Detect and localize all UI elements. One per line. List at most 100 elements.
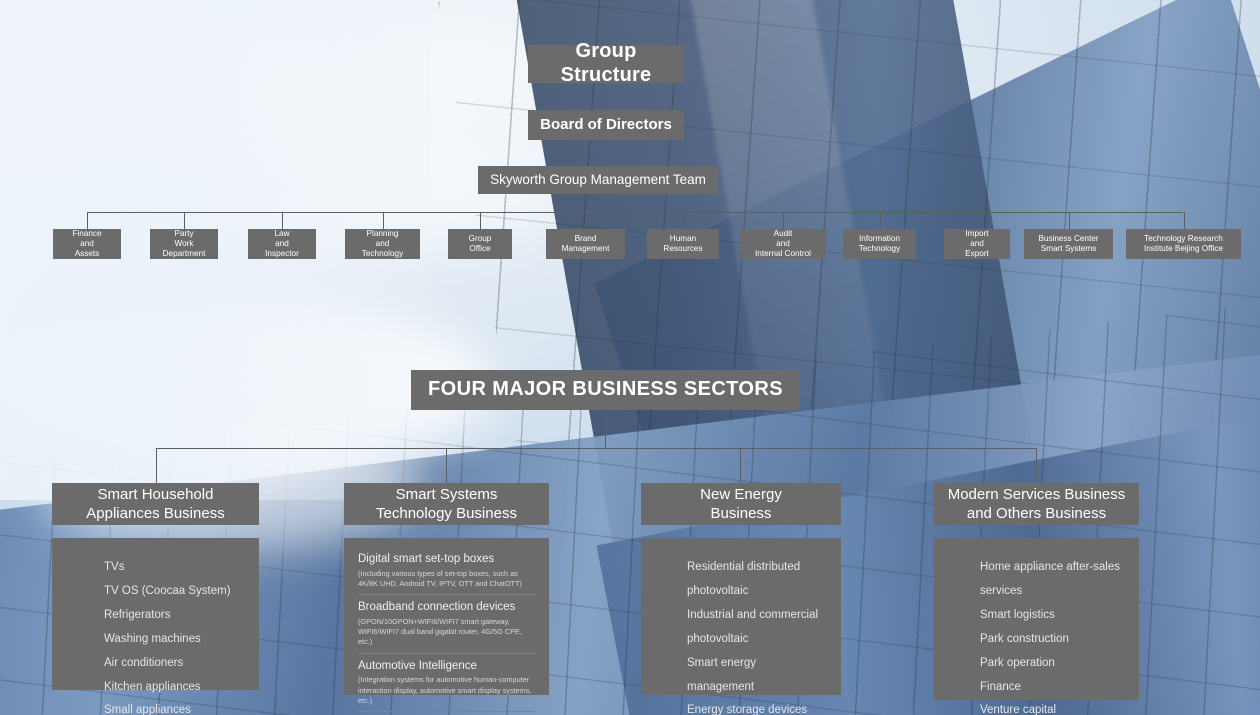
list-item: TVs [104, 561, 125, 573]
list-item: Broadband connection devices (GPON/10GPON… [358, 600, 535, 654]
list-item: Residential distributed [687, 561, 801, 573]
node-management-team-label: Skyworth Group Management Team [490, 172, 706, 188]
connector-department-4 [382, 212, 384, 229]
list-item-title: Automotive Intelligence [358, 659, 477, 672]
list-item: Small appliances [104, 704, 191, 715]
list-item: Smart logistics [980, 608, 1055, 621]
connector-sector-4 [1036, 448, 1037, 483]
connector-department-6 [585, 212, 587, 229]
list-item: Home appliance after-sales [980, 561, 1120, 573]
list-item-title: Broadband connection devices [358, 601, 516, 614]
list-item: photovoltaic [687, 584, 749, 597]
node-group-structure-label: Group Structure [560, 40, 652, 86]
list-item: Smart energy [687, 656, 757, 669]
node-board-of-directors[interactable]: Board of Directors [528, 110, 684, 140]
connector-department-11 [1068, 212, 1070, 229]
sector-panel-smart-systems-technology-business: Digital smart set-top boxes (Including va… [344, 538, 549, 713]
node-four-major-business-sectors[interactable]: FOUR MAJOR BUSINESS SECTORS [411, 370, 800, 410]
connector-department-5 [480, 212, 481, 229]
connector-department-12 [1183, 212, 1185, 229]
list-item: photovoltaic [687, 632, 749, 645]
department-bus [87, 212, 1183, 213]
connector-department-2 [184, 212, 185, 229]
connector-banner-to-sector-bus [605, 410, 606, 448]
list-item: Kitchen appliances [104, 680, 201, 693]
list-item: TV OS (Coocaa System) [104, 584, 231, 597]
banner-label: FOUR MAJOR BUSINESS SECTORS [428, 378, 783, 401]
list-item: Park construction [980, 632, 1069, 645]
list-item: Air conditioners [104, 656, 184, 669]
list-item: Finance [980, 680, 1021, 693]
list-item: Industrial and commercial [687, 608, 819, 621]
list-item: management [687, 680, 755, 693]
connector-board-to-management [605, 140, 606, 166]
connector-department-8 [783, 212, 784, 229]
connector-sector-2 [446, 448, 447, 483]
connector-sector-3 [740, 448, 741, 483]
connector-department-10 [977, 212, 978, 229]
list-item: Park operation [980, 656, 1055, 669]
sector-bus [156, 448, 1036, 449]
list-item: Automotive Intelligence (Integration syst… [358, 659, 535, 713]
list-item-subtitle: (Including various types of set-top boxe… [358, 568, 522, 588]
node-board-of-directors-label: Board of Directors [540, 116, 672, 134]
list-item: services [980, 584, 1023, 597]
list-item-subtitle: (Integration systems for automotive huma… [358, 675, 532, 706]
list-item: Energy storage devices [687, 704, 808, 715]
list-item-title: Digital smart set-top boxes [358, 553, 495, 565]
connector-group-to-board [605, 83, 606, 110]
connector-department-1 [87, 212, 88, 229]
list-item-subtitle: (GPON/10GPON+WIFI6/WIFI7 smart gateway, … [358, 616, 522, 647]
list-item: Washing machines [104, 632, 201, 645]
sector-item-list: Digital smart set-top boxes (Including va… [358, 552, 535, 715]
connector-department-9 [879, 212, 881, 229]
list-item: Venture capital [980, 704, 1057, 715]
connector-department-3 [282, 212, 283, 229]
node-group-structure[interactable]: Group Structure [528, 40, 684, 86]
node-management-team[interactable]: Skyworth Group Management Team [478, 166, 718, 194]
list-item: Digital smart set-top boxes (Including va… [358, 552, 535, 596]
connector-management-to-bus [605, 194, 606, 213]
connector-sector-1 [156, 448, 157, 483]
